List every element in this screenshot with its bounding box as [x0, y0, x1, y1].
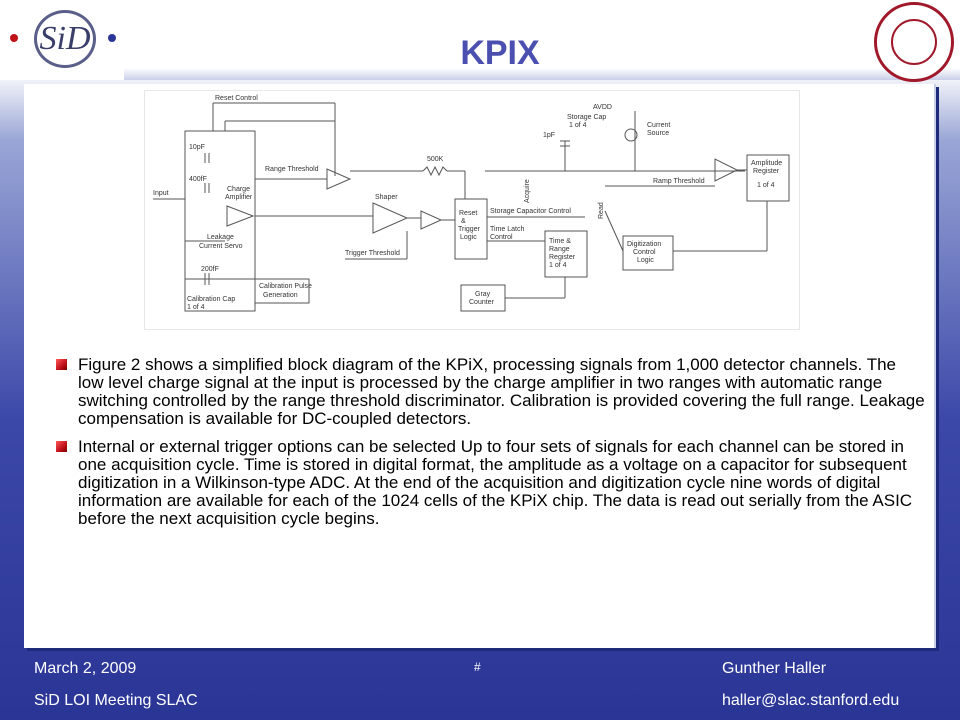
label-time-range-4: 1 of 4 [549, 262, 567, 269]
label-reset-trigger-2: & [461, 218, 466, 225]
bullet-square-icon [56, 359, 67, 370]
label-digitization-2: Control [633, 249, 656, 256]
label-charge-amp-2: Amplifier [225, 194, 253, 201]
bullet-item-2: Internal or external trigger options can… [56, 438, 926, 528]
label-ramp-threshold: Ramp Threshold [653, 178, 705, 185]
label-time-range-3: Register [549, 254, 576, 261]
label-cap-1pf: 1pF [543, 132, 555, 139]
footer-author: Gunther Haller [722, 660, 827, 677]
label-storage-cap-ctrl: Storage Capacitor Control [490, 208, 571, 215]
stanford-seal [874, 2, 954, 82]
label-cal-cap: Calibration Cap [187, 296, 235, 303]
bullet-text-1: Figure 2 shows a simplified block diagra… [78, 355, 925, 428]
label-storage-cap: Storage Cap [567, 114, 606, 121]
label-cap-10pf: 10pF [189, 144, 205, 151]
label-gray-counter: Gray [475, 291, 491, 298]
content-panel: Reset Control 10pF 400fF Input Charge Am… [24, 84, 936, 648]
logo-blue-dot [108, 34, 116, 42]
bullet-text-2: Internal or external trigger options can… [78, 437, 913, 528]
label-res-500k: 500K [427, 156, 444, 163]
bullet-list: Figure 2 shows a simplified block diagra… [56, 356, 926, 538]
footer-page-number: # [474, 660, 481, 674]
label-gray-counter-2: Counter [469, 299, 495, 306]
block-diagram-svg: Reset Control 10pF 400fF Input Charge Am… [153, 95, 790, 312]
label-reset-trigger-4: Logic [460, 234, 477, 241]
label-cal-pulse-2: Generation [263, 292, 298, 299]
footer-email: haller@slac.stanford.edu [722, 692, 900, 709]
label-current-source-2: Source [647, 130, 669, 137]
label-current-source: Current [647, 122, 670, 129]
label-time-range-2: Range [549, 246, 570, 253]
label-time-latch-2: Control [490, 234, 513, 241]
label-storage-cap-2: 1 of 4 [569, 122, 587, 129]
header-band [0, 0, 960, 80]
label-reset-control: Reset Control [215, 95, 258, 102]
label-read: Read [598, 202, 605, 219]
label-avdd: AVDD [593, 104, 612, 111]
label-time-range: Time & [549, 238, 571, 245]
kpix-block-diagram: Reset Control 10pF 400fF Input Charge Am… [144, 90, 800, 330]
slide-title-text: KPIX [460, 34, 540, 72]
label-amp-register: Amplitude [751, 160, 782, 167]
label-leakage-2: Current Servo [199, 243, 243, 250]
label-input: Input [153, 190, 169, 197]
label-amp-register-3: 1 of 4 [757, 182, 775, 189]
footer-meeting: SiD LOI Meeting SLAC [34, 692, 198, 709]
label-digitization-3: Logic [637, 257, 654, 264]
logo-red-dot [10, 34, 18, 42]
label-time-latch: Time Latch [490, 226, 524, 233]
label-leakage: Leakage [207, 234, 234, 241]
label-range-threshold: Range Threshold [265, 166, 319, 173]
label-amp-register-2: Register [753, 168, 780, 175]
label-shaper: Shaper [375, 194, 398, 201]
label-cal-pulse: Calibration Pulse [259, 283, 312, 290]
footer-date: March 2, 2009 [34, 660, 137, 677]
label-charge-amp: Charge [227, 186, 250, 193]
label-reset-trigger: Reset [459, 210, 477, 217]
sid-logo: SiD [0, 0, 124, 80]
label-acquire: Acquire [524, 179, 531, 203]
label-digitization: Digitization [627, 241, 661, 248]
label-cal-cap-2: 1 of 4 [187, 304, 205, 311]
sid-logo-mark: SiD [34, 10, 96, 68]
label-trigger-threshold: Trigger Threshold [345, 250, 400, 257]
label-cap-200ff: 200fF [201, 266, 219, 273]
bullet-item-1: Figure 2 shows a simplified block diagra… [56, 356, 926, 428]
slide-title: KPIX [440, 34, 560, 73]
bullet-square-icon [56, 441, 67, 452]
label-cap-400ff: 400fF [189, 176, 207, 183]
seal-inner-ring [891, 19, 937, 65]
label-reset-trigger-3: Trigger [458, 226, 481, 233]
